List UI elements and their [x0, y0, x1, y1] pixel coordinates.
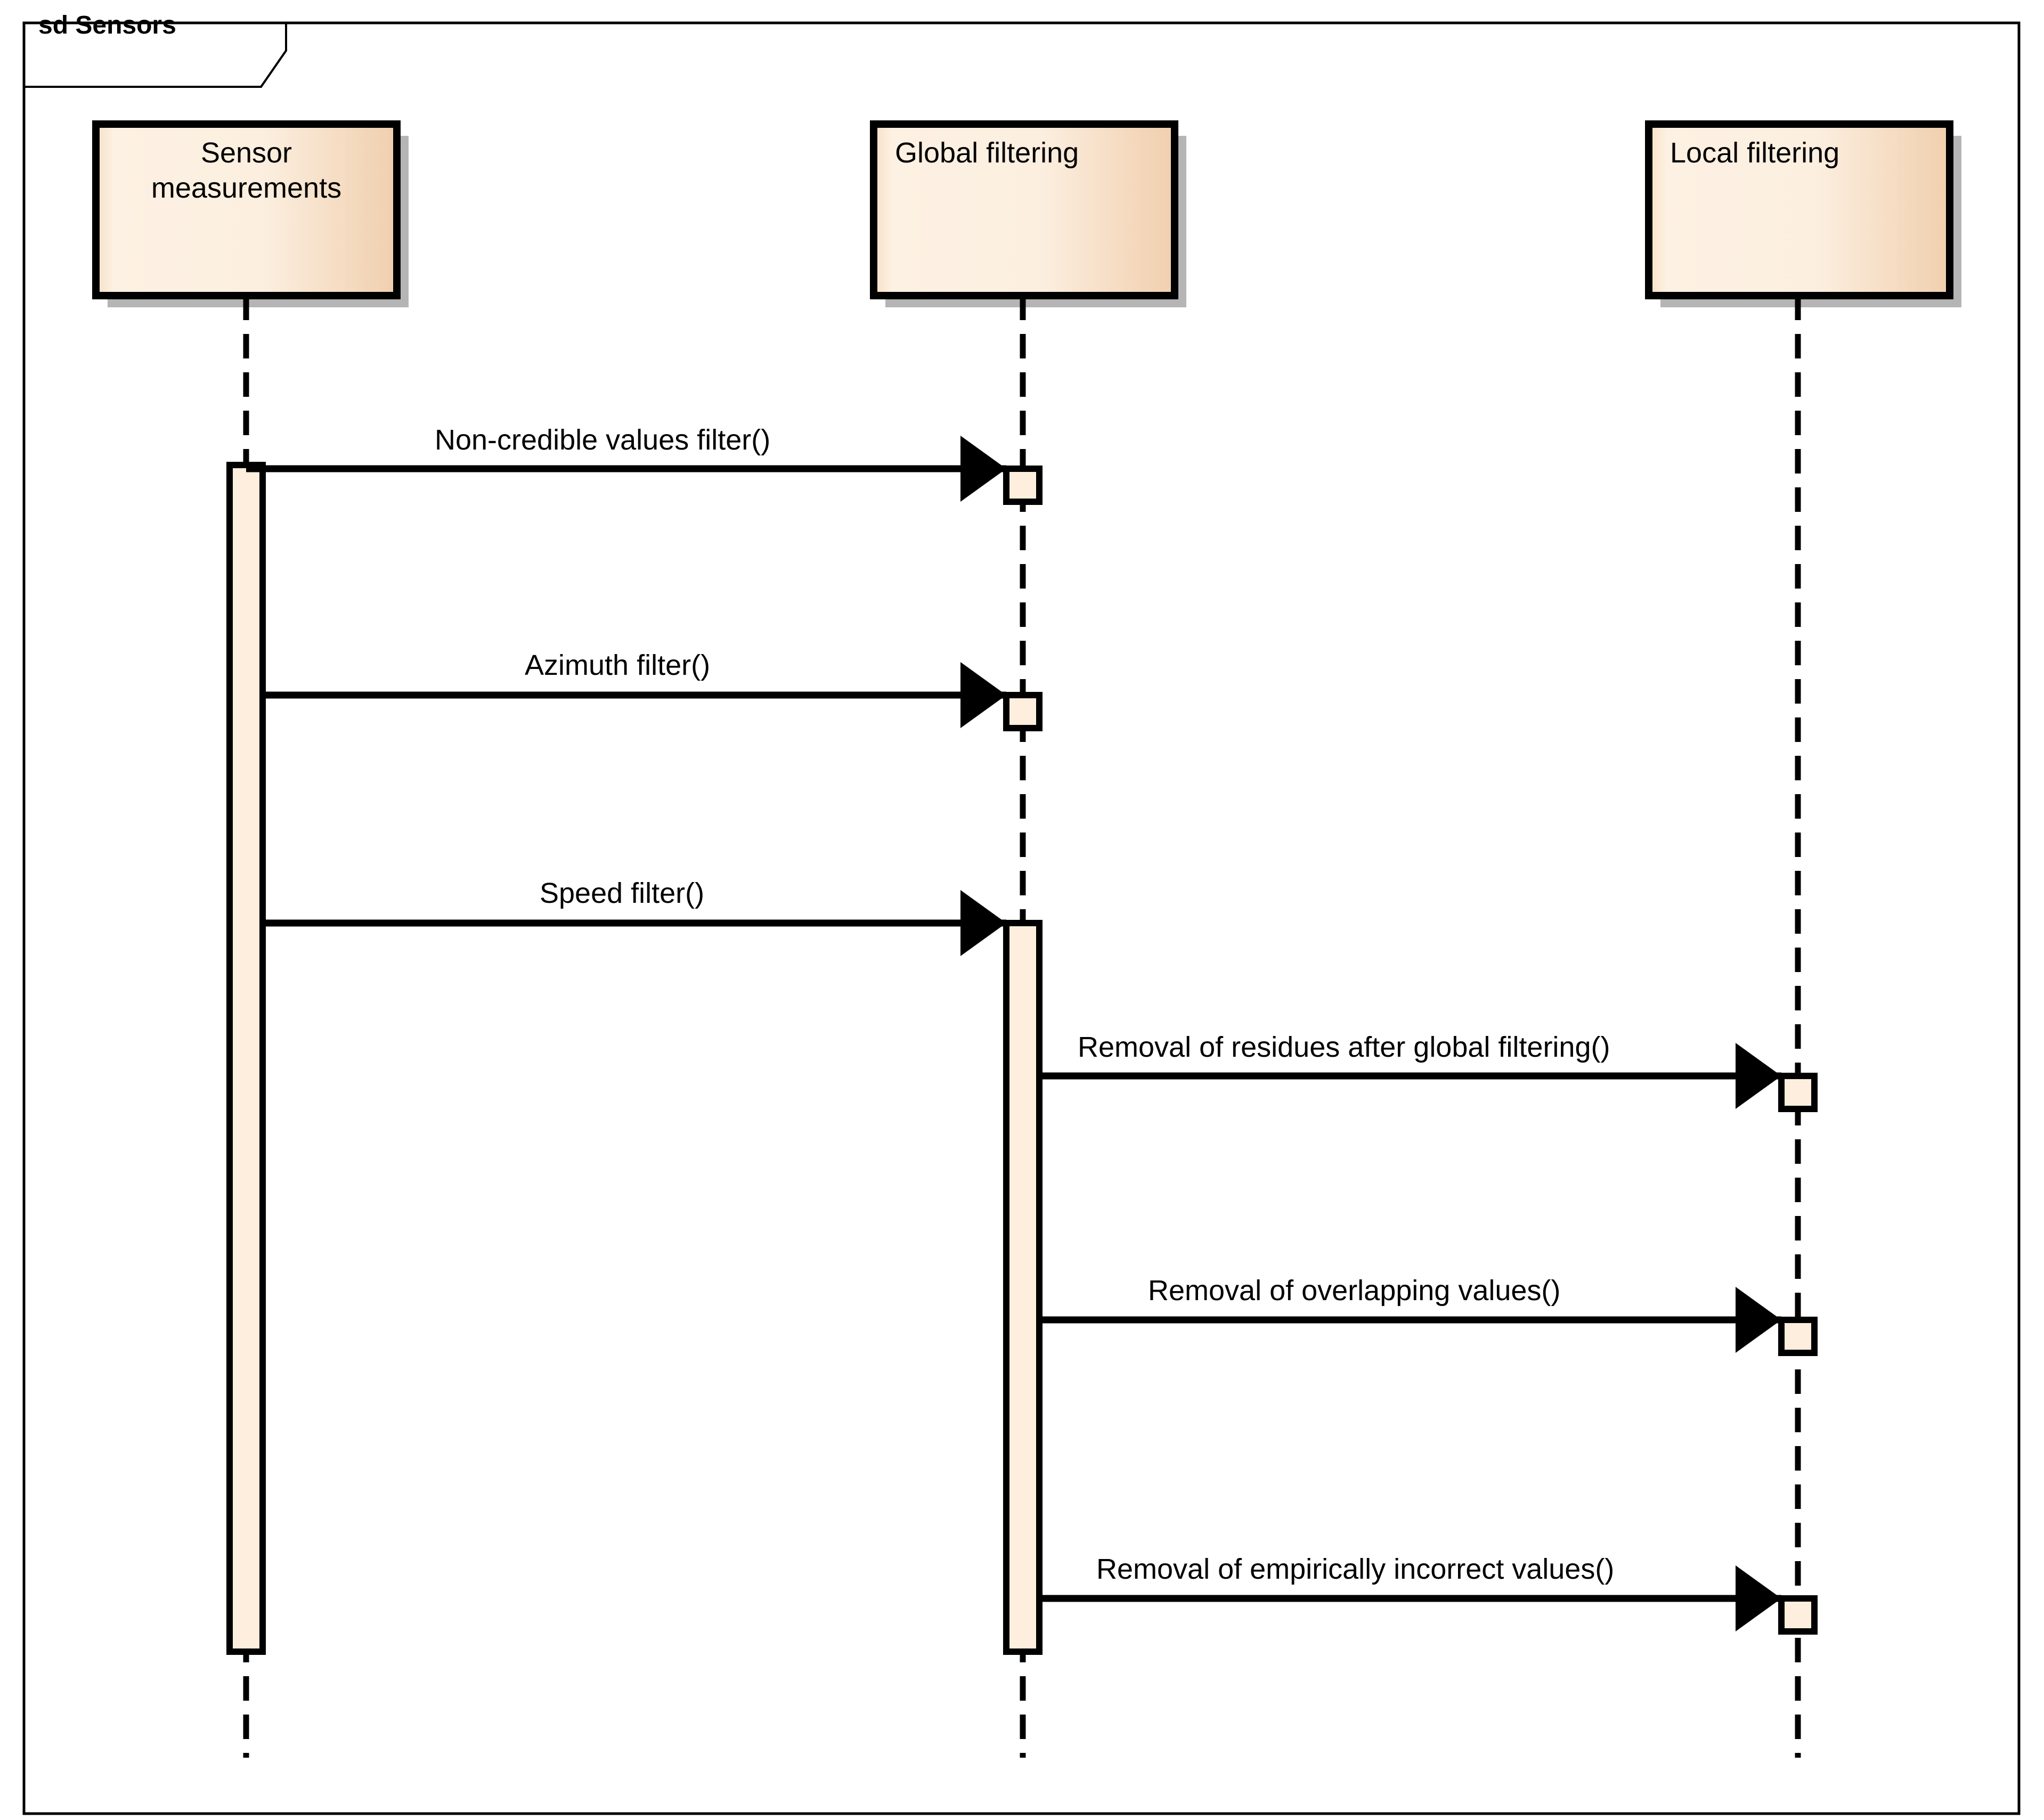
lifeline-head-box[interactable]	[1645, 120, 1953, 299]
message-label-speed-filter: Speed filter()	[540, 877, 705, 909]
activation-bar[interactable]	[1003, 692, 1043, 731]
message-label-azimuth-filter: Azimuth filter()	[525, 649, 711, 681]
message-arrowhead-icon	[1736, 1287, 1781, 1353]
activation-bar[interactable]	[226, 462, 266, 1655]
lifeline-head-box[interactable]	[92, 120, 401, 299]
diagram-frame	[22, 21, 2021, 1815]
activation-bar[interactable]	[1003, 466, 1043, 505]
messages-layer	[246, 436, 1781, 1631]
lifeline-label-sensor-measurements: Sensor measurements	[151, 137, 342, 204]
message-label-removal-of-empirically-incorrect-values: Removal of empirically incorrect values(…	[1096, 1553, 1615, 1585]
lifeline-label-global-filtering: Global filtering	[895, 137, 1079, 169]
message-arrowhead-icon	[1736, 1565, 1781, 1631]
frame-title: sd Sensors	[38, 11, 176, 39]
lifeline-label-local-filtering: Local filtering	[1670, 137, 1840, 169]
message-label-removal-of-overlapping-values: Removal of overlapping values()	[1148, 1275, 1561, 1307]
message-arrowhead-icon	[960, 436, 1006, 502]
activation-bar[interactable]	[1003, 920, 1043, 1655]
message-label-non-credible-values-filter: Non-credible values filter()	[435, 424, 771, 456]
message-arrowhead-icon	[1736, 1043, 1781, 1109]
lifelines-layer	[92, 120, 1961, 1758]
message-arrowhead-icon	[960, 890, 1006, 956]
message-arrowhead-icon	[960, 662, 1006, 728]
message-label-removal-of-residues-after-global-filtering: Removal of residues after global filteri…	[1078, 1031, 1610, 1063]
activation-bar[interactable]	[1778, 1317, 1818, 1356]
activation-bar[interactable]	[1778, 1595, 1818, 1635]
activation-bar[interactable]	[1778, 1073, 1818, 1112]
